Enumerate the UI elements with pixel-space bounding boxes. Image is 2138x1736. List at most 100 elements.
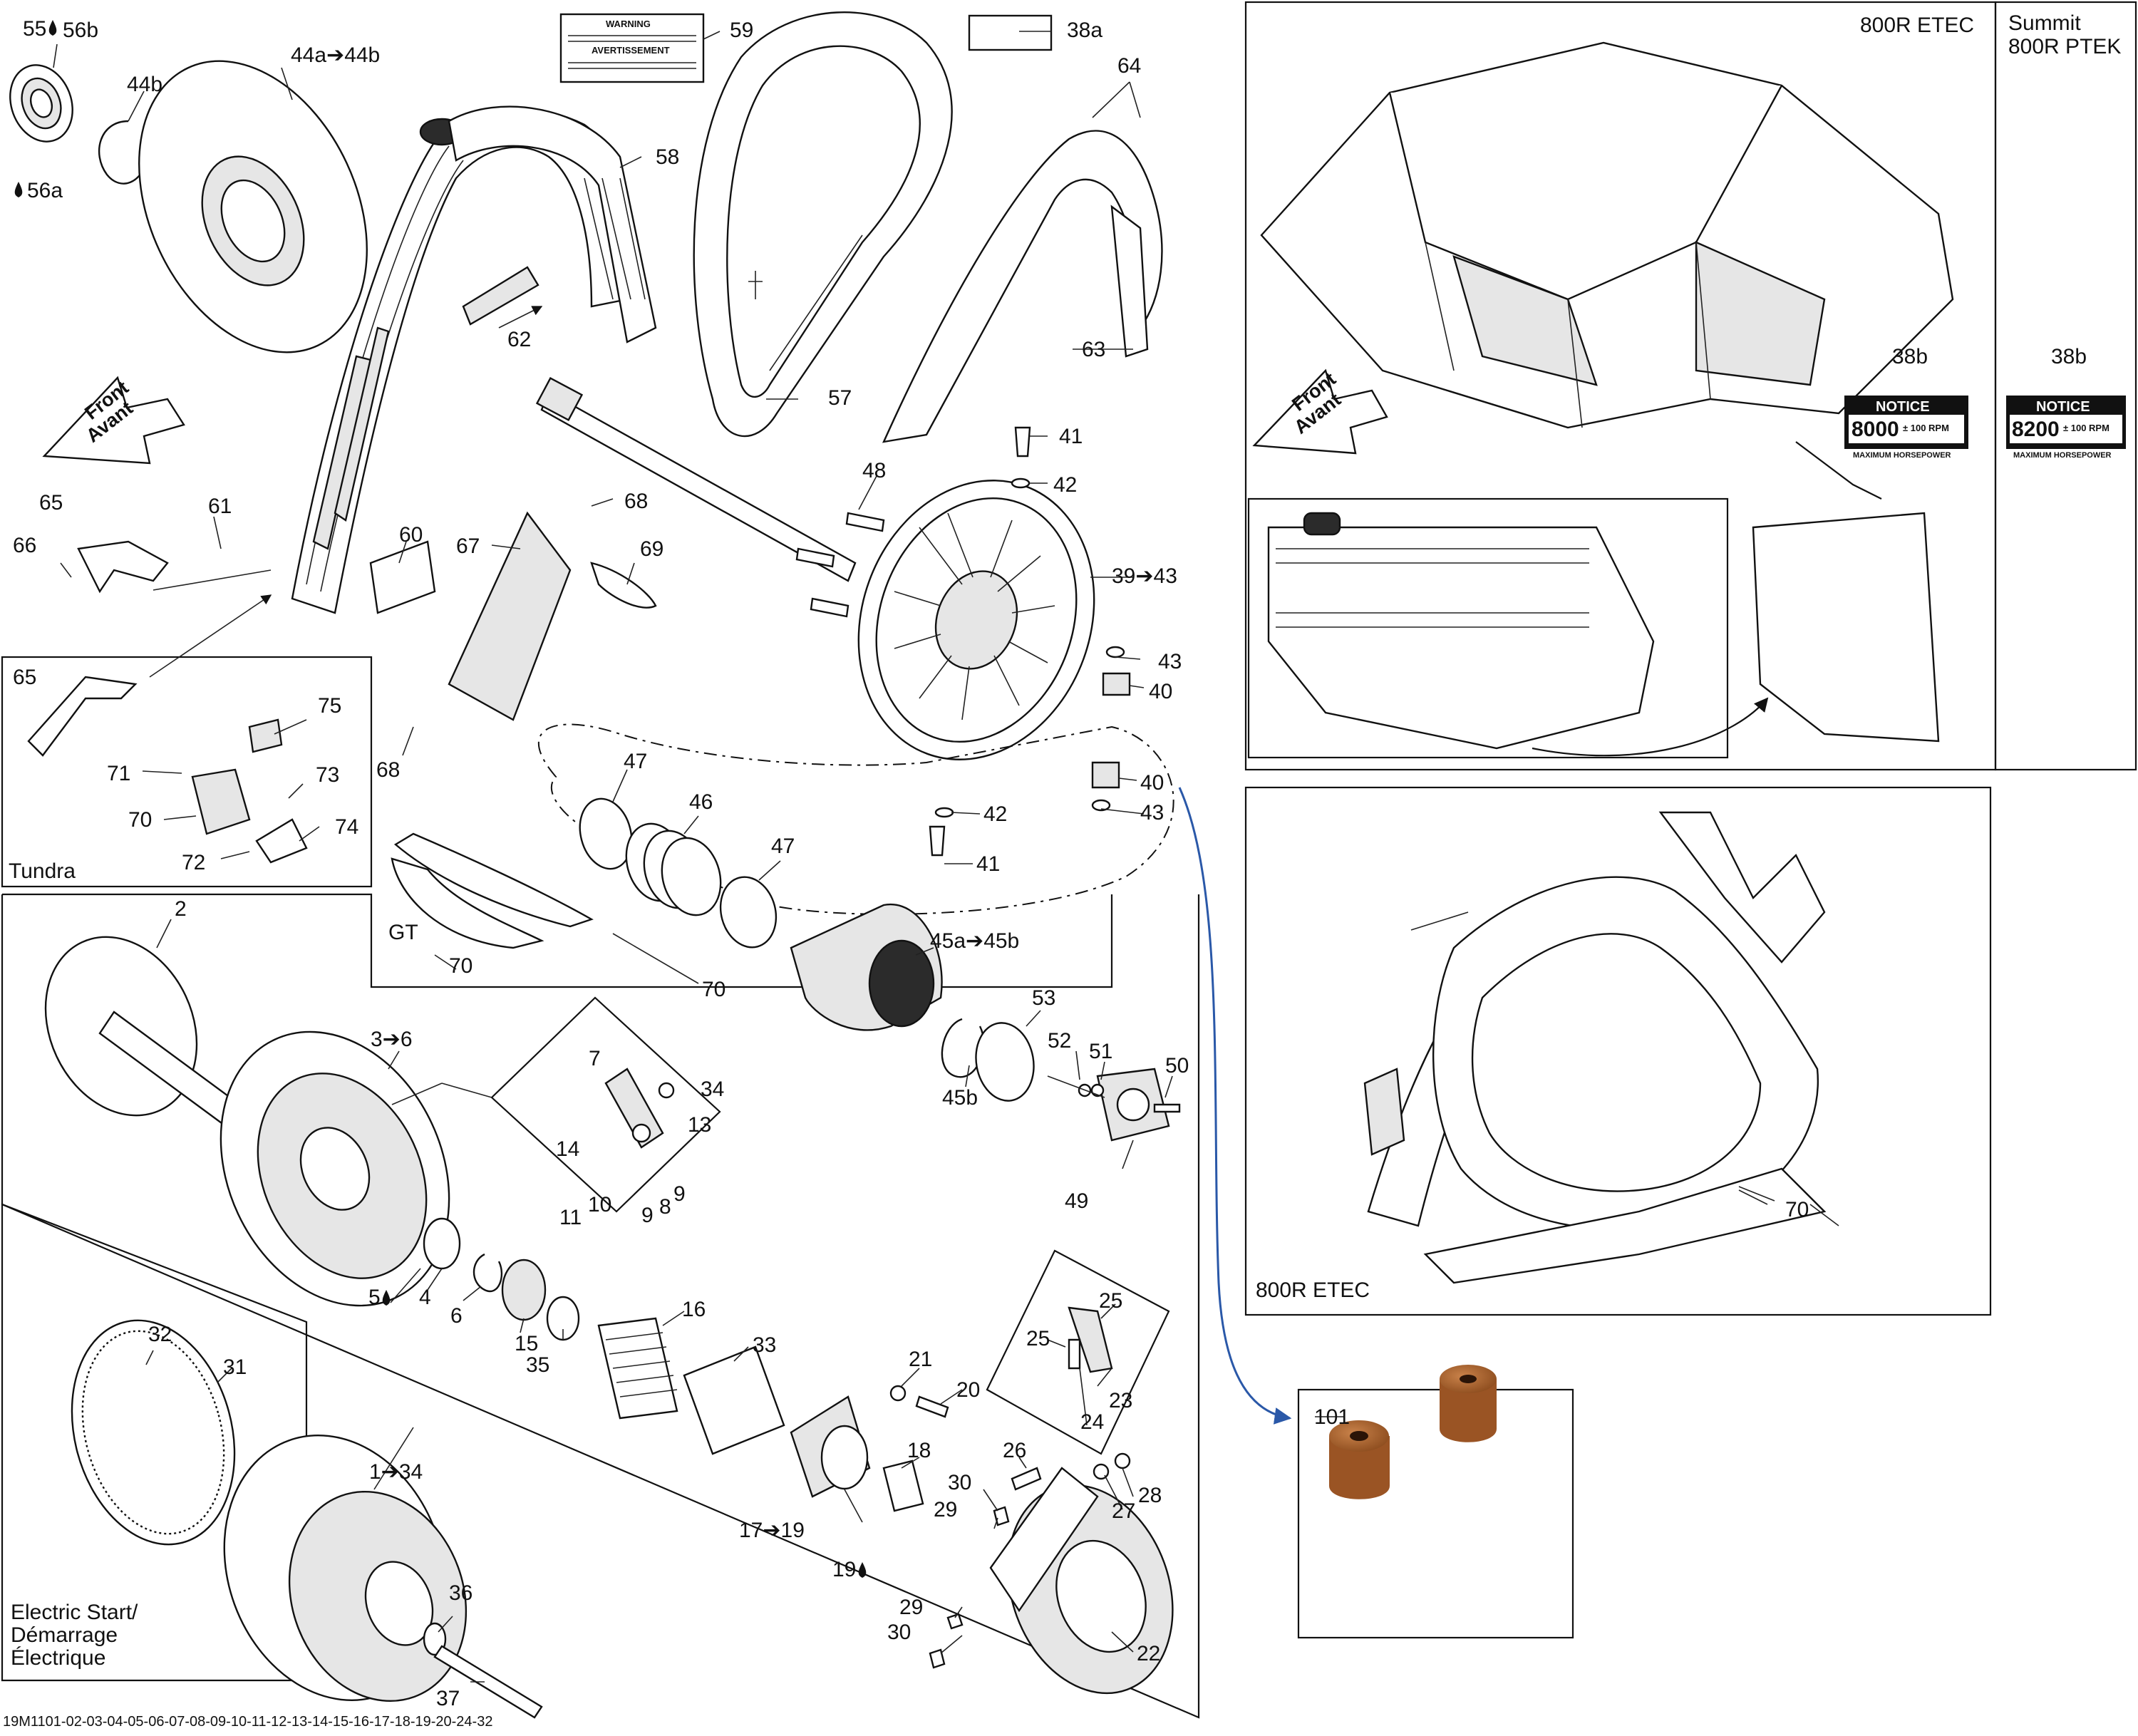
fixed-sheave-2	[44, 936, 257, 1141]
washer-43-top	[1105, 646, 1125, 658]
frame-tundra	[1, 656, 373, 888]
etec-arrow-2	[1795, 441, 1882, 500]
callout-38b-1: 38b	[1892, 345, 1928, 368]
caption-tundra: Tundra	[9, 859, 76, 883]
etec-frame-side	[1752, 512, 1940, 743]
notice-sub-1: MAXIMUM HORSEPOWER	[1853, 451, 1951, 460]
callout-10: 10	[588, 1193, 611, 1216]
callout-11: 11	[559, 1206, 582, 1229]
notice-title-2: NOTICE	[2036, 399, 2090, 415]
belt-guard-bracket	[291, 105, 657, 614]
callout-32: 32	[148, 1323, 172, 1346]
roller-arm-7	[604, 1068, 675, 1149]
bolt-48b	[795, 547, 835, 568]
callout-18: 18	[907, 1439, 931, 1462]
callout-28: 28	[1138, 1484, 1162, 1507]
warning-text-1: WARNING	[606, 19, 651, 29]
ring-47b	[719, 876, 778, 949]
belt-guard-shell-63	[882, 130, 1163, 443]
spacer-40-top	[1102, 672, 1131, 696]
callout-53: 53	[1032, 986, 1055, 1010]
pad-62	[462, 266, 539, 326]
weight-box	[986, 1249, 1170, 1455]
callout-68-bottom: 68	[376, 758, 400, 782]
caption-gt: GT	[388, 921, 418, 944]
callout-38a: 38a	[1067, 19, 1102, 42]
callout-36: 36	[449, 1581, 472, 1605]
callout-45b: 45b	[942, 1086, 978, 1110]
callout-9a: 9	[641, 1204, 654, 1227]
notice-sub-2: MAXIMUM HORSEPOWER	[2013, 451, 2112, 460]
callout-31: 31	[223, 1355, 247, 1379]
callout-13: 13	[688, 1113, 711, 1137]
notice-decal-summit: NOTICE 8200 ± 100 RPM MAXIMUM HORSEPOWER	[2006, 396, 2126, 460]
callout-29-bottom: 29	[899, 1596, 923, 1619]
caption-summit-1: Summit	[2008, 11, 2081, 35]
callout-4: 4	[419, 1286, 431, 1309]
frame-800r-etec-guard	[1244, 786, 1992, 1316]
callout-64: 64	[1117, 54, 1141, 78]
callout-101: 101	[1314, 1405, 1350, 1429]
guard-70-etec	[1363, 811, 1827, 1284]
bolt-48c	[810, 597, 849, 618]
callout-62: 62	[507, 328, 531, 351]
callout-22: 22	[1137, 1642, 1160, 1665]
spacer-101-photo	[1329, 1365, 1497, 1499]
callout-55: 55	[23, 17, 46, 41]
leader-lines	[53, 31, 1839, 1683]
callout-25a: 25	[1099, 1289, 1122, 1313]
callout-15: 15	[515, 1332, 538, 1355]
circlip-6	[472, 1253, 503, 1293]
washer-53	[975, 1022, 1035, 1102]
callout-9b: 9	[673, 1182, 686, 1206]
roller-arm-box	[490, 996, 721, 1213]
washer-28	[1114, 1452, 1131, 1469]
washer-42-top	[1011, 477, 1031, 489]
callout-41-bottom: 41	[976, 852, 1000, 876]
callout-3: 3➔6	[371, 1028, 413, 1051]
callout-26: 26	[1003, 1439, 1026, 1462]
callout-29-top: 29	[934, 1498, 957, 1521]
washer-43-bottom	[1091, 799, 1111, 812]
callout-66: 66	[13, 534, 36, 557]
oil-drop-icon-56b	[48, 20, 57, 36]
bolt-26	[1011, 1467, 1042, 1491]
warning-decal-59: WARNING AVERTISSEMENT	[559, 13, 705, 83]
callout-20: 20	[956, 1378, 980, 1402]
oil-drop-icon-5	[382, 1290, 391, 1306]
callout-65-tundra: 65	[13, 666, 36, 689]
ring-47a	[579, 797, 633, 870]
callout-8: 8	[659, 1195, 671, 1219]
callout-42-bottom: 42	[983, 802, 1007, 826]
callout-19: 19	[832, 1558, 856, 1581]
spring-29-bottom	[946, 1613, 964, 1630]
pad-75	[248, 718, 283, 753]
washer-36	[423, 1622, 447, 1656]
callout-48: 48	[862, 459, 886, 482]
bracket-49	[1096, 1068, 1170, 1142]
decal-38a	[968, 14, 1053, 51]
sheave-44a	[138, 60, 368, 353]
driven-pulley-39	[857, 480, 1095, 760]
callout-60: 60	[399, 523, 423, 547]
callout-56a: 56a	[27, 179, 63, 202]
oil-drop-icons	[14, 20, 867, 1578]
callout-47-right: 47	[771, 835, 795, 858]
front-arrow-main: Front Avant	[42, 376, 185, 465]
pulley-assembly-1	[223, 1435, 468, 1703]
plate-72	[255, 818, 308, 864]
caption-electric-start-3: Électrique	[11, 1646, 105, 1670]
callout-73: 73	[316, 763, 339, 787]
caption-800r-etec-top: 800R ETEC	[1860, 14, 1974, 37]
callout-16: 16	[682, 1298, 706, 1321]
callout-57: 57	[828, 386, 852, 410]
drive-belt-57	[693, 11, 953, 438]
circlip-44b	[98, 120, 148, 185]
callout-44b: 44b	[127, 73, 162, 96]
callout-63: 63	[1082, 338, 1105, 361]
governor-cup-22	[989, 1467, 1174, 1695]
etec-guard-detail	[1267, 512, 1655, 750]
screw-20	[915, 1395, 949, 1418]
notice-rpm-suffix-1: ± 100 RPM	[1903, 423, 1949, 433]
